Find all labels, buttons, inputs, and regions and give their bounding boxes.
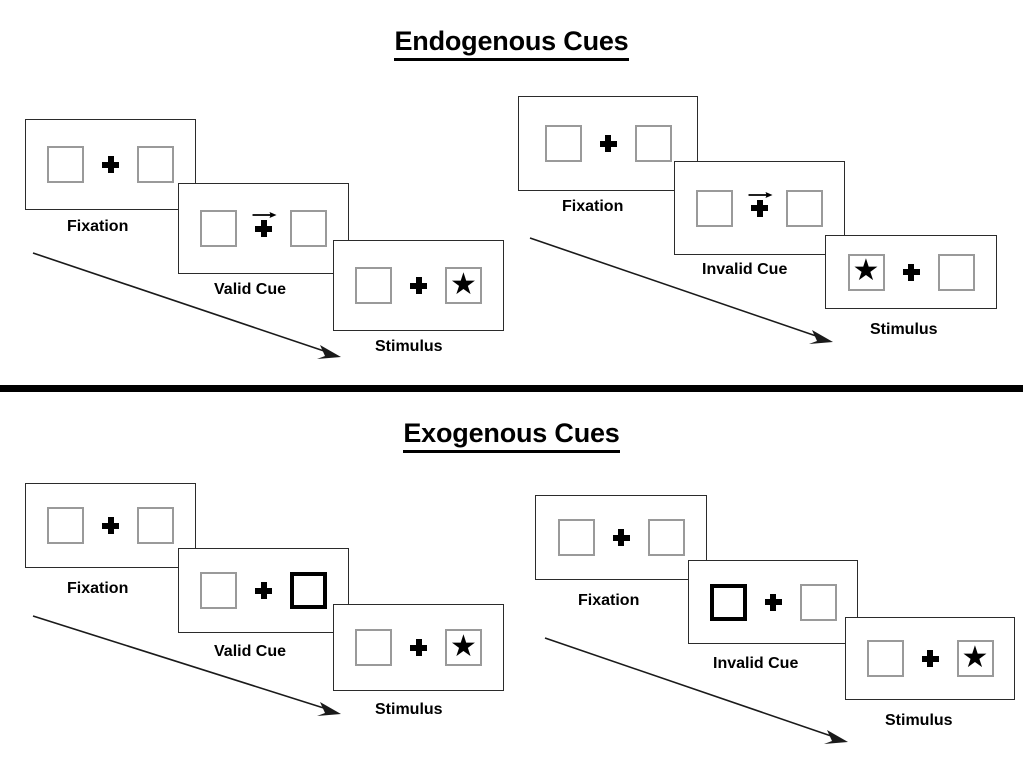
timeline-arrow-endogenous-invalid [529, 237, 833, 344]
fixation-cross-icon [599, 135, 617, 152]
fixation-cross-icon [751, 199, 768, 217]
arrow-right-icon [252, 212, 277, 218]
placeholder-box-right [137, 146, 174, 183]
star-icon: ★ [450, 629, 477, 663]
placeholder-box-left [47, 146, 84, 183]
stage-label-endogenous-invalid-fixation: Fixation [562, 198, 624, 215]
fixation-center [902, 263, 920, 281]
placeholder-box-right [647, 519, 685, 556]
placeholder-box-left [557, 519, 595, 556]
frame-exogenous-invalid-fixation [535, 495, 707, 580]
frame-endogenous-valid-fixation [25, 119, 196, 210]
frame-exogenous-valid-cue [178, 548, 349, 633]
frame-exogenous-valid-stimulus: ★ [333, 604, 504, 691]
stage-label-endogenous-invalid-stimulus: Stimulus [870, 321, 938, 338]
frame-exogenous-valid-fixation [25, 483, 196, 568]
timeline-arrow-exogenous-invalid [544, 637, 848, 744]
fixation-cross-icon [102, 517, 119, 534]
fixation-cross-icon [612, 529, 630, 546]
frame-endogenous-valid-cue [178, 183, 349, 274]
stage-label-endogenous-valid-fixation: Fixation [67, 218, 129, 235]
placeholder-box-right [937, 253, 975, 291]
placeholder-box-right [634, 125, 672, 162]
fixation-cross-icon [102, 156, 119, 173]
frame-exogenous-invalid-cue [688, 560, 858, 644]
fixation-cross-icon [410, 277, 427, 294]
placeholder-box-right-cued [290, 572, 327, 609]
placeholder-box-right [786, 189, 823, 227]
frame-endogenous-invalid-fixation [518, 96, 698, 191]
frame-endogenous-invalid-cue [674, 161, 845, 255]
placeholder-box-right-target: ★ [445, 267, 482, 304]
frame-endogenous-valid-stimulus: ★ [333, 240, 504, 331]
placeholder-box-left [47, 507, 84, 544]
placeholder-box-right [799, 583, 837, 621]
stage-label-exogenous-invalid-stimulus: Stimulus [885, 712, 953, 729]
fixation-center [612, 529, 630, 546]
placeholder-box-left [544, 125, 582, 162]
placeholder-box-left [696, 189, 733, 227]
cue-center [252, 212, 277, 237]
stage-label-exogenous-valid-stimulus: Stimulus [375, 701, 443, 718]
fixation-cross-icon [255, 582, 272, 599]
placeholder-box-left-target: ★ [847, 253, 885, 291]
placeholder-box-left [355, 629, 392, 666]
section-divider [0, 385, 1023, 392]
arrow-right-icon [748, 191, 773, 198]
fixation-center [255, 582, 272, 599]
placeholder-box-left-cued [709, 583, 747, 621]
placeholder-box-left [866, 640, 904, 677]
stage-label-endogenous-valid-stimulus: Stimulus [375, 338, 443, 355]
placeholder-box-right [137, 507, 174, 544]
fixation-cross-icon [764, 593, 782, 611]
cue-center [748, 191, 773, 217]
fixation-center [410, 639, 427, 656]
star-icon: ★ [852, 254, 880, 287]
fixation-center [102, 517, 119, 534]
star-icon: ★ [450, 267, 477, 301]
fixation-cross-icon [255, 220, 272, 237]
fixation-center [599, 135, 617, 152]
fixation-cross-icon [921, 650, 939, 667]
section-title-exogenous: Exogenous Cues [0, 418, 1023, 453]
stage-label-endogenous-valid-cue: Valid Cue [214, 281, 287, 298]
fixation-center [102, 156, 119, 173]
fixation-center [764, 593, 782, 611]
fixation-cross-icon [410, 639, 427, 656]
section-title-endogenous-text: Endogenous Cues [394, 26, 629, 61]
fixation-center [921, 650, 939, 667]
stage-label-exogenous-invalid-fixation: Fixation [578, 592, 640, 609]
timeline-arrow-exogenous-valid [32, 615, 341, 716]
stage-label-exogenous-valid-fixation: Fixation [67, 580, 129, 597]
stage-label-endogenous-invalid-cue: Invalid Cue [702, 261, 788, 278]
placeholder-box-left [200, 210, 237, 247]
section-title-endogenous: Endogenous Cues [0, 26, 1023, 61]
timeline-arrow-endogenous-valid [32, 252, 341, 359]
placeholder-box-right-target: ★ [445, 629, 482, 666]
frame-exogenous-invalid-stimulus: ★ [845, 617, 1015, 700]
stage-label-exogenous-invalid-cue: Invalid Cue [713, 655, 799, 672]
placeholder-box-right-target: ★ [956, 640, 994, 677]
star-icon: ★ [961, 640, 989, 674]
frame-endogenous-invalid-stimulus: ★ [825, 235, 997, 309]
fixation-cross-icon [902, 263, 920, 281]
fixation-center [410, 277, 427, 294]
placeholder-box-right [290, 210, 327, 247]
placeholder-box-left [355, 267, 392, 304]
stage-label-exogenous-valid-cue: Valid Cue [214, 643, 287, 660]
section-title-exogenous-text: Exogenous Cues [403, 418, 620, 453]
placeholder-box-left [200, 572, 237, 609]
